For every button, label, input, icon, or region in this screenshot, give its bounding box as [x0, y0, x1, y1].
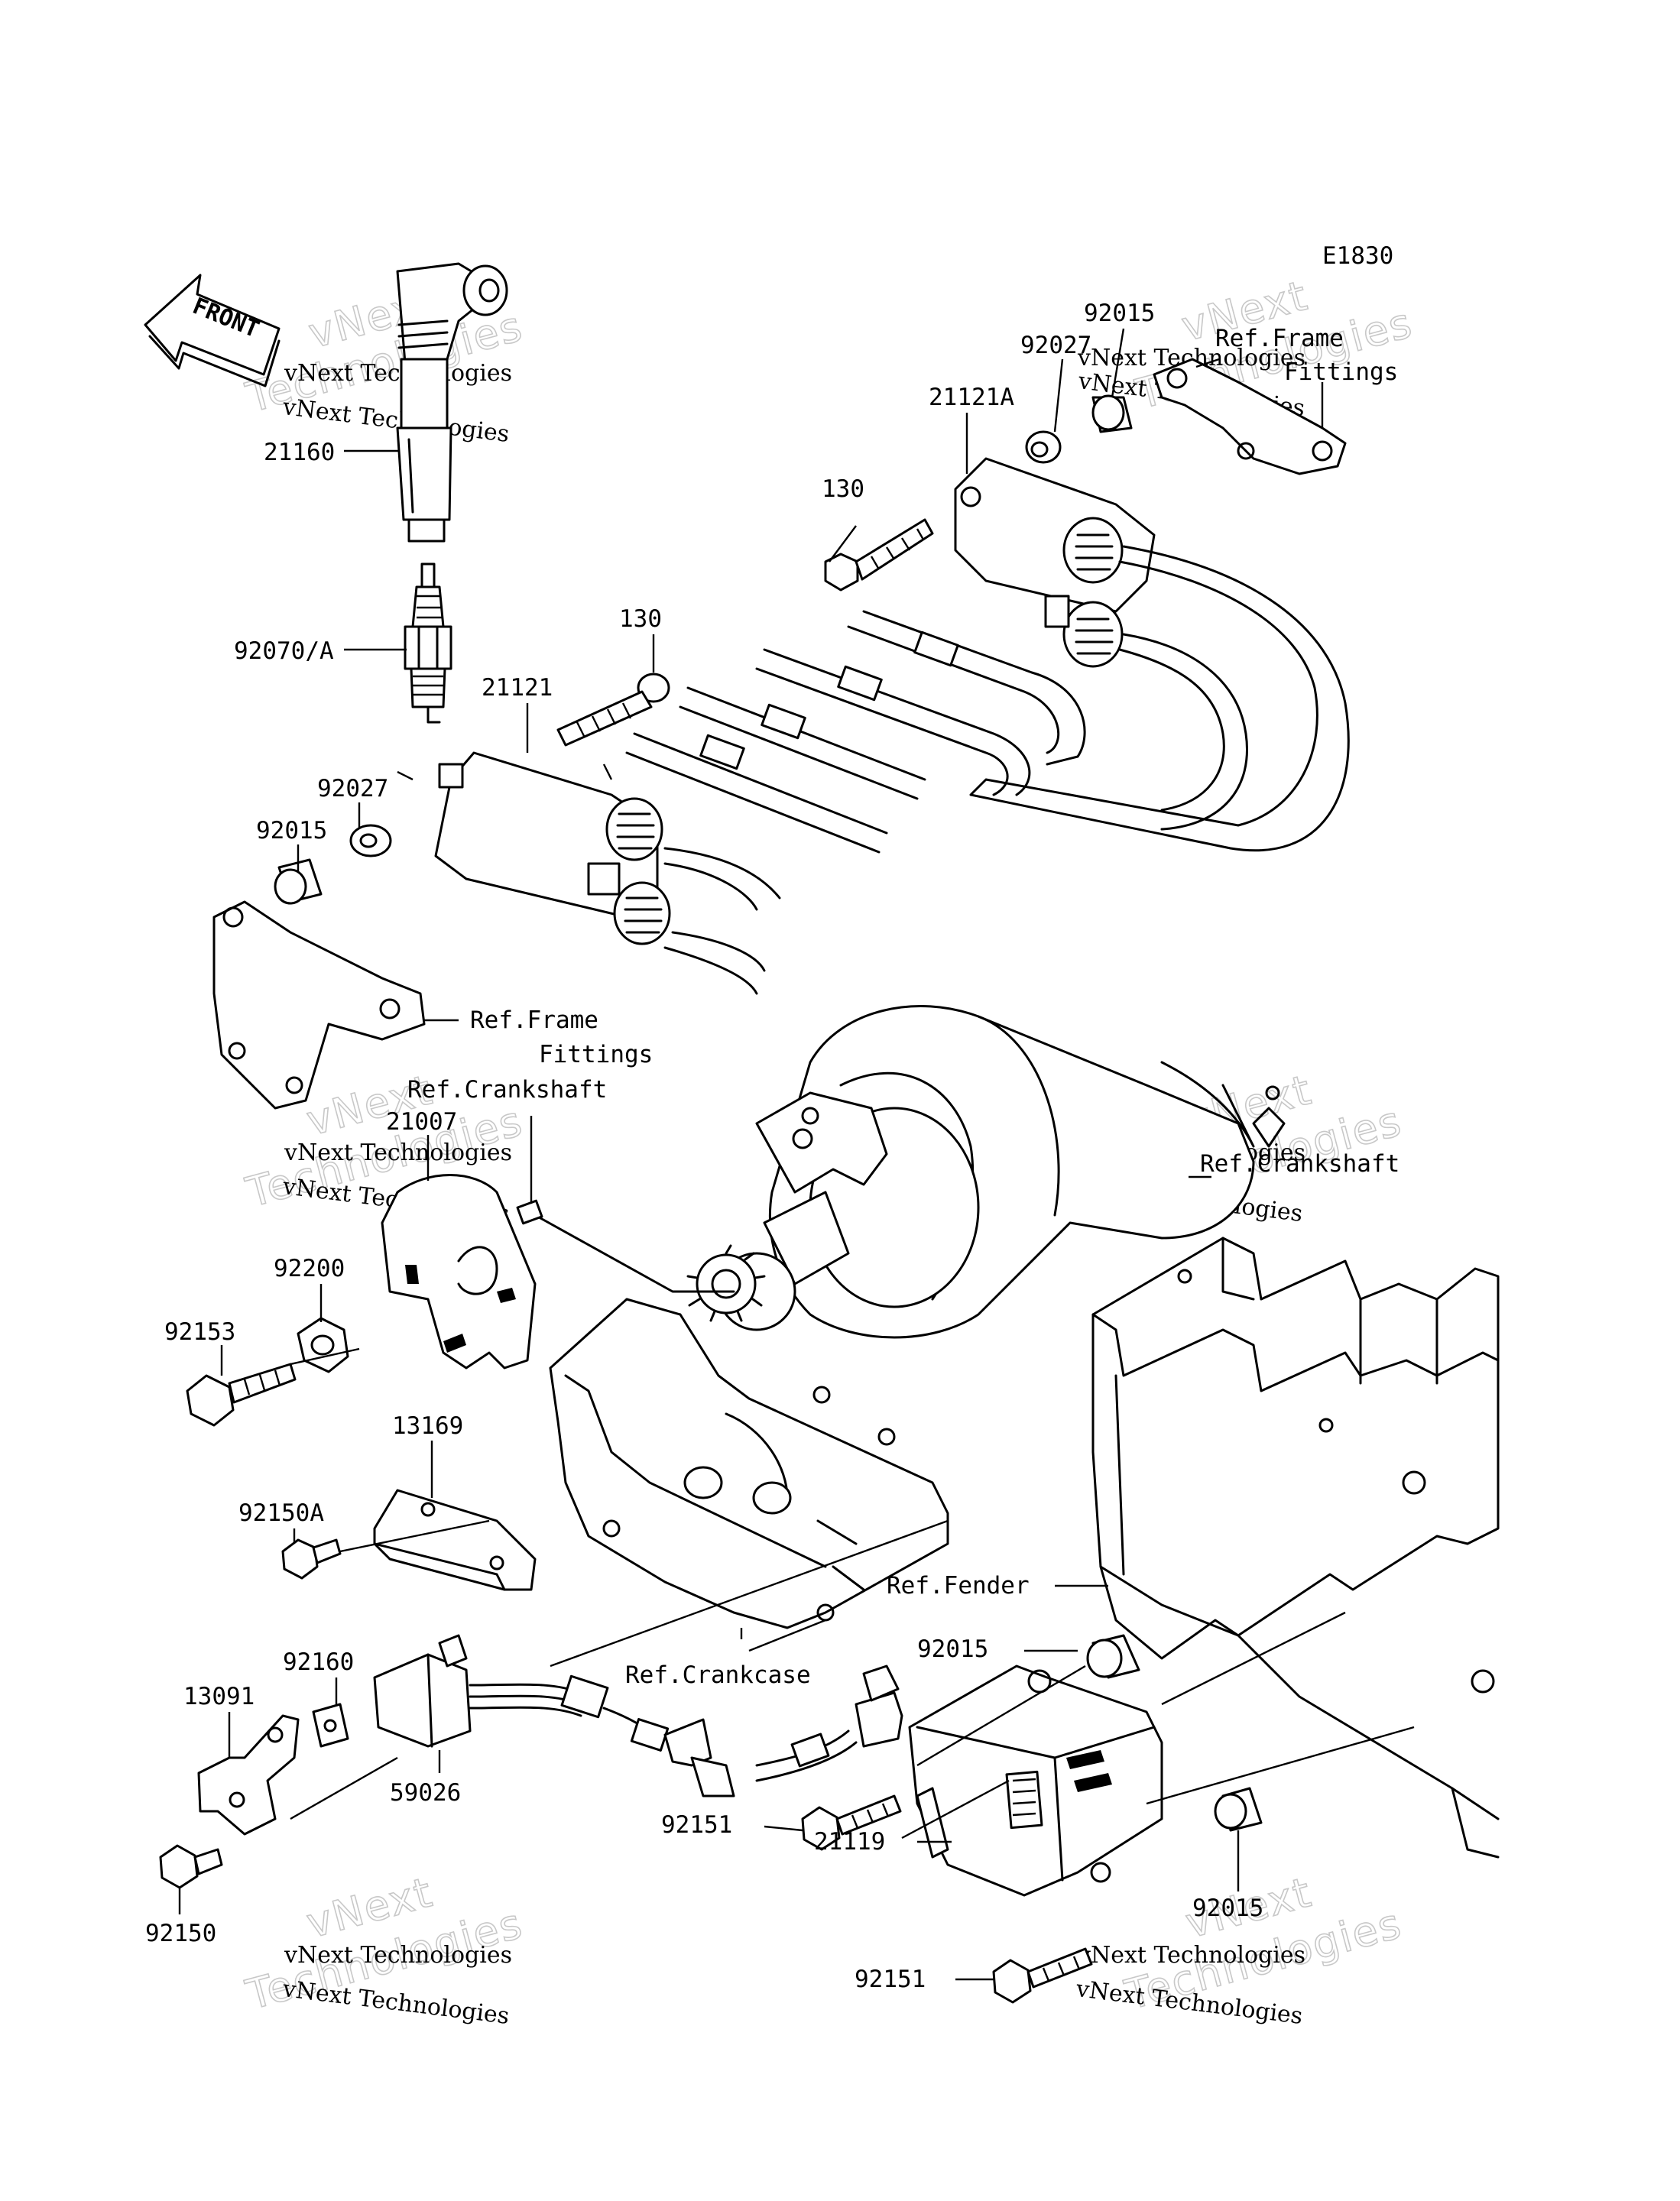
bolt-92150: [159, 1844, 223, 1889]
callout-labels: 21160 92070/A 130 130 21121 21121A 92027…: [145, 300, 1399, 1993]
timing-rotor: [381, 1174, 735, 1370]
watermark-text: vNext Technologies: [281, 1976, 511, 2030]
crankshaft: [686, 1005, 1255, 1339]
grommet-upper: [1025, 394, 1133, 464]
label-92027-upper: 92027: [1020, 332, 1091, 359]
label-ref-fender: Ref.Fender: [887, 1572, 1030, 1600]
label-130-lower: 130: [619, 605, 662, 633]
bolt-92150a: [281, 1538, 342, 1580]
frame-bracket-upper: [1153, 358, 1347, 475]
label-fittings-lower: Fittings: [539, 1041, 653, 1068]
pickup-cover-13169: [373, 1489, 537, 1591]
label-92153: 92153: [164, 1318, 235, 1346]
label-92027-lower: 92027: [317, 775, 388, 802]
label-92151-upper: 92151: [661, 1811, 732, 1839]
label-130-upper: 130: [822, 475, 864, 503]
grommet-92015-right: [1086, 1634, 1263, 1832]
label-92015-lower: 92015: [256, 817, 327, 844]
ignition-coil-21121a: [954, 457, 1156, 668]
bolt-92151-upper: [801, 1794, 902, 1851]
bracket-13091: [197, 1714, 300, 1836]
grommet-lower: [274, 824, 392, 905]
stick-coil-cap: [396, 262, 508, 543]
frame-bracket-lower: [212, 900, 426, 1110]
igniter-21119: [908, 1665, 1163, 1897]
plate-92160: [312, 1703, 349, 1748]
nut-92200: [297, 1317, 349, 1373]
label-ref-frame-upper: Ref.Frame: [1215, 325, 1344, 352]
label-21121a: 21121A: [929, 384, 1014, 411]
lead-sleeves: [699, 630, 959, 770]
label-92015-upper: 92015: [1084, 300, 1155, 327]
leader-lines: [178, 328, 1415, 1981]
watermark-text: vNext Technologies: [284, 360, 512, 387]
label-21119: 21119: [814, 1828, 885, 1856]
label-92015-igniter-upper: 92015: [917, 1635, 988, 1663]
coil-boot-lower: [605, 797, 671, 945]
label-92160: 92160: [283, 1648, 354, 1676]
bolt-92153: [186, 1363, 297, 1427]
label-13169: 13169: [392, 1412, 463, 1440]
label-13091: 13091: [183, 1683, 255, 1710]
label-ref-frame-lower: Ref.Frame: [470, 1006, 598, 1034]
label-92015-igniter-lower: 92015: [1192, 1895, 1263, 1922]
bolt-130-lower: [556, 673, 670, 747]
label-92200: 92200: [274, 1255, 345, 1282]
label-92150a: 92150A: [238, 1499, 324, 1527]
label-ref-crankshaft-right: Ref.Crankshaft: [1200, 1150, 1399, 1178]
label-59026: 59026: [390, 1779, 461, 1807]
bolt-130-upper: [824, 518, 934, 592]
label-21160: 21160: [264, 439, 335, 466]
label-ref-crankcase: Ref.Crankcase: [625, 1661, 811, 1689]
crank-gear-icon: [686, 1244, 766, 1322]
igniter-connector: [755, 1665, 903, 1782]
label-21007: 21007: [386, 1108, 457, 1136]
crankshaft-end: [1252, 1085, 1286, 1148]
ignition-coil-21121: [434, 751, 781, 995]
label-ref-crankshaft-left: Ref.Crankshaft: [407, 1076, 607, 1104]
label-fittings-upper: Fittings: [1284, 358, 1398, 386]
front-arrow-icon: FRONT: [144, 274, 281, 387]
watermark-text: vNext Technologies: [284, 1139, 512, 1166]
watermark-text: vNext Technologies: [1077, 1942, 1305, 1969]
coil-boot-upper: [1062, 517, 1124, 668]
watermark-text: vNext Technologies: [284, 1942, 512, 1969]
crankcase-cover: [549, 1298, 949, 1629]
label-92151-lower: 92151: [855, 1966, 926, 1993]
spark-plug: [404, 562, 452, 724]
label-21121: 21121: [482, 674, 553, 702]
spark-plug-leads: [625, 545, 1350, 854]
diagram-code: E1830: [1322, 242, 1393, 270]
bolt-92151-lower: [992, 1947, 1093, 2004]
rear-fender: [1091, 1237, 1500, 1859]
label-92070a: 92070/A: [234, 637, 334, 665]
label-92150: 92150: [145, 1920, 216, 1947]
pickup-coil-59026: [373, 1634, 735, 1797]
